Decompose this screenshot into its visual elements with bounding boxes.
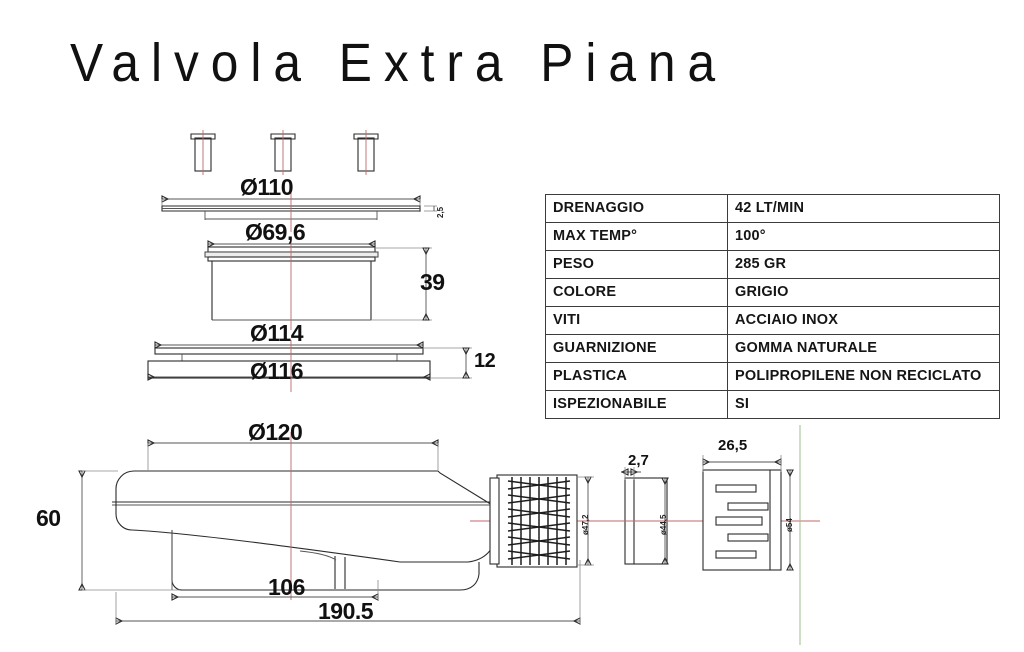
cover-plate <box>161 193 437 232</box>
specification-table: DRENAGGIO 42 LT/MIN MAX TEMP° 100° PESO … <box>545 194 1001 419</box>
dimension-label-thread-dia: ø47,2 <box>581 514 590 535</box>
spec-value: SI <box>726 390 1001 419</box>
spec-value: 285 GR <box>726 250 1001 279</box>
dimension-label-cage-width: 26,5 <box>718 437 748 454</box>
spec-key: PLASTICA <box>545 362 728 391</box>
dimension-label-ring-thickness: 2,7 <box>628 452 649 469</box>
flange-ring <box>147 340 472 392</box>
dimension-label-flange-height: 12 <box>474 350 496 372</box>
spec-value: GRIGIO <box>726 278 1001 307</box>
spec-key: MAX TEMP° <box>545 222 728 251</box>
dimension-label-inner-ring-dia: Ø69,6 <box>245 219 306 245</box>
spec-key: VITI <box>545 306 728 335</box>
spec-key: ISPEZIONABILE <box>545 390 728 419</box>
spec-value: GOMMA NATURALE <box>726 334 1001 363</box>
spec-value: ACCIAIO INOX <box>726 306 1001 335</box>
inner-cup <box>204 240 432 330</box>
dimension-label-flange-upper-dia: Ø114 <box>250 320 304 346</box>
spec-key: COLORE <box>545 278 728 307</box>
table-row: PESO 285 GR <box>545 250 1001 279</box>
threaded-outlet <box>489 474 594 568</box>
dimension-label-main-height: 60 <box>36 505 61 531</box>
spec-table-body: DRENAGGIO 42 LT/MIN MAX TEMP° 100° PESO … <box>545 194 1001 419</box>
dimension-label-flange-lower-dia: Ø116 <box>250 358 304 384</box>
gasket-ring <box>612 467 678 565</box>
dimension-label-cover-plate-dia: Ø110 <box>240 174 294 200</box>
dimension-label-cage-dia: ø54 <box>785 518 794 532</box>
table-row: COLORE GRIGIO <box>545 278 1001 307</box>
table-row: VITI ACCIAIO INOX <box>545 306 1001 335</box>
table-row: GUARNIZIONE GOMMA NATURALE <box>545 334 1001 363</box>
dimension-label-cup-height: 39 <box>420 269 445 295</box>
page-title: Valvola Extra Piana <box>70 33 728 93</box>
spec-key: GUARNIZIONE <box>545 334 728 363</box>
dimension-label-base-length: 106 <box>268 574 305 600</box>
slotted-cage <box>702 425 801 645</box>
screw <box>270 130 296 175</box>
table-row: MAX TEMP° 100° <box>545 222 1001 251</box>
main-valve-body <box>78 432 820 625</box>
table-row: ISPEZIONABILE SI <box>545 390 1001 419</box>
spec-key: DRENAGGIO <box>545 194 728 223</box>
dimension-label-main-top-dia: Ø120 <box>248 419 303 445</box>
screw <box>190 130 216 175</box>
dimension-label-cover-plate-thickness: 2,5 <box>436 206 445 218</box>
table-row: PLASTICA POLIPROPILENE NON RECICLATO <box>545 362 1001 391</box>
screw <box>353 130 379 175</box>
dimension-label-total-length: 190.5 <box>318 598 374 624</box>
dimension-label-ring-dia: ø44,5 <box>659 514 668 535</box>
spec-value: POLIPROPILENE NON RECICLATO <box>726 362 1001 391</box>
